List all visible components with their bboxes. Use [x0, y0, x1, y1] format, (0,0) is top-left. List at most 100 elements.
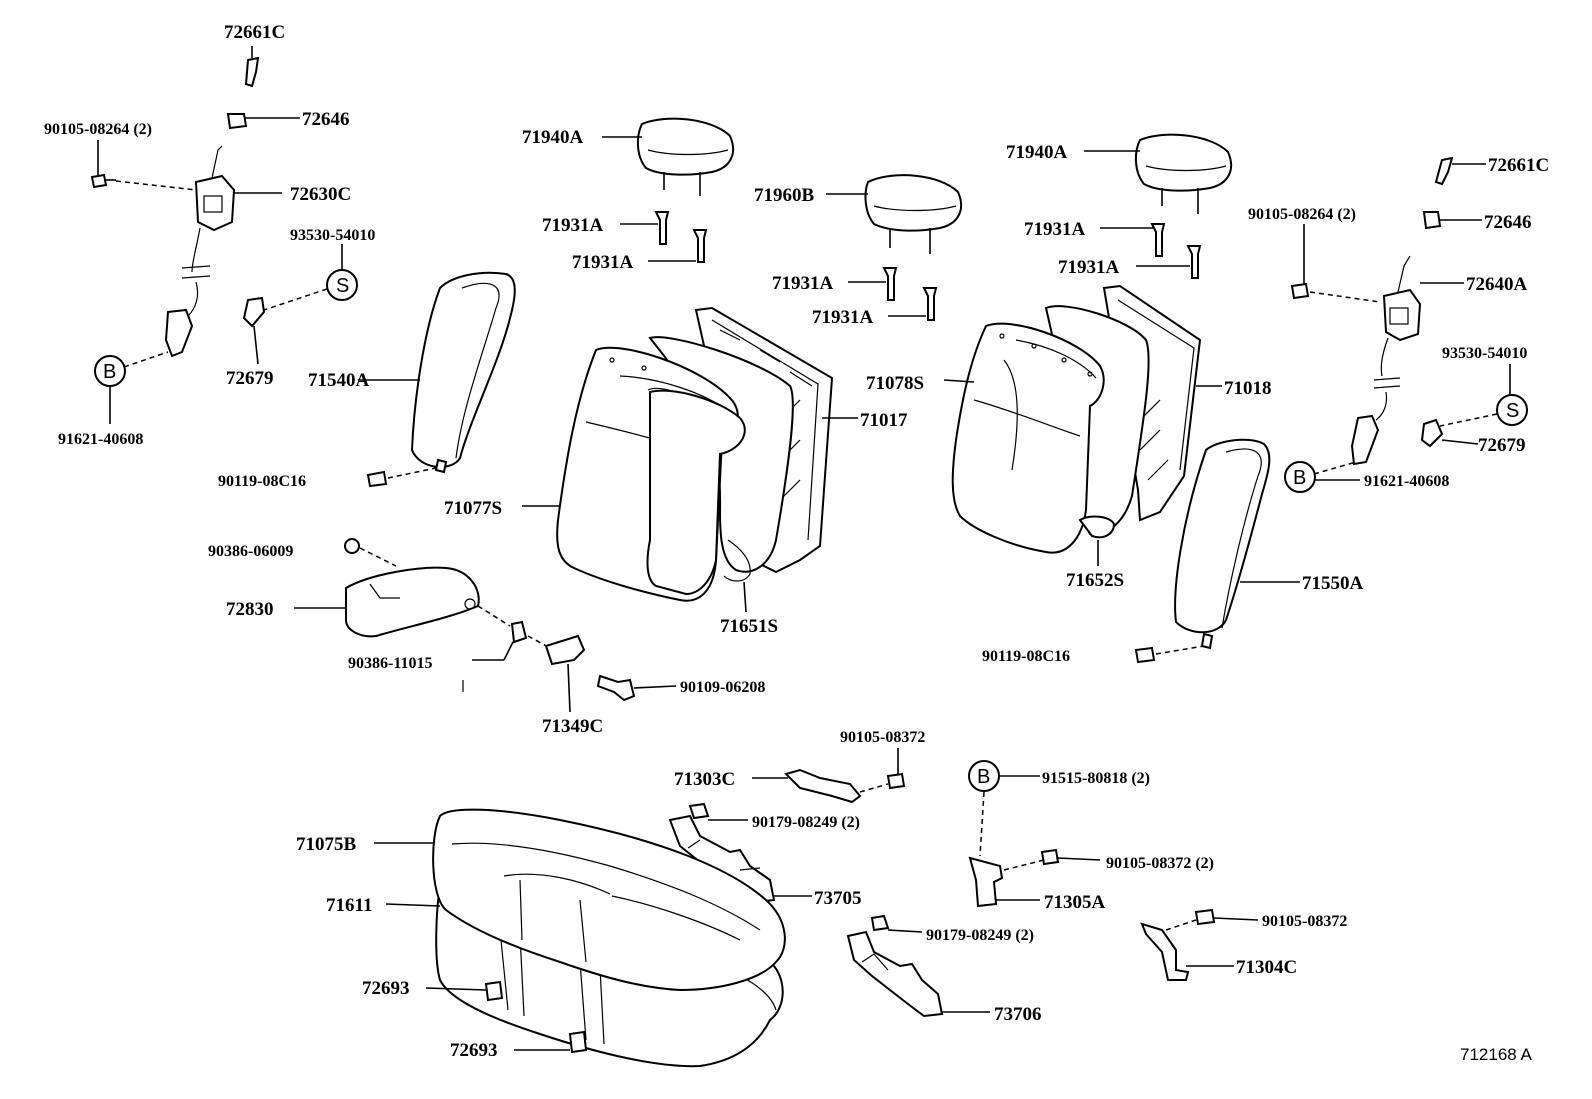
left-seatback-group [522, 306, 858, 613]
label-71303C: 71303C [674, 769, 735, 790]
side-pad-71550A-shape [1174, 438, 1271, 634]
label-71018: 71018 [1224, 378, 1272, 399]
label-71078S: 71078S [866, 373, 924, 394]
label-91515-80818: 91515-80818 (2) [1042, 770, 1150, 787]
label-90105-08372-bottom: 90105-08372 [1262, 913, 1347, 930]
bolt-90105-08372-bottom-shape [1194, 908, 1216, 926]
seat-cushion-group [374, 808, 786, 1068]
right-side-pad-group [1134, 438, 1300, 664]
callout-b-right-text: B [1293, 467, 1306, 489]
left-seatbelt-group: B S [90, 46, 358, 424]
right-seatbelt-group: B S [1284, 156, 1528, 493]
guide-71931A-2-shape [692, 229, 708, 263]
bolt-90119-right-shape [1134, 646, 1156, 664]
label-90105-08264-left: 90105-08264 (2) [44, 121, 152, 138]
label-90179-08249-top: 90179-08249 (2) [752, 814, 860, 831]
bolt-90105-08372-top-shape [886, 772, 906, 790]
bolt-90105-left-shape [90, 173, 108, 189]
bolt-90105-right-shape [1290, 282, 1310, 300]
callout-b-left-text: B [103, 361, 116, 383]
label-73705: 73705 [814, 888, 862, 909]
cover-72679-right-shape [1420, 418, 1444, 448]
label-90119-08C16-left: 90119-08C16 [218, 473, 306, 490]
callout-b-right [1284, 461, 1316, 493]
guide-71931A-4-shape [922, 287, 938, 321]
clip-72693-2-shape [568, 1030, 588, 1054]
label-72640A: 72640A [1466, 274, 1528, 295]
label-91621-40608-left: 91621-40608 [58, 431, 143, 448]
label-72661C-left: 72661C [224, 22, 285, 43]
label-71077S: 71077S [444, 498, 502, 519]
label-93530-54010-left: 93530-54010 [290, 227, 375, 244]
armrest-group [294, 538, 677, 713]
diagram-reference-id: 712168 A [1460, 1045, 1533, 1064]
label-72661C-right: 72661C [1488, 155, 1549, 176]
callout-s-right-text: S [1506, 400, 1519, 422]
headrest-71960B-shape [864, 174, 963, 232]
retractor-72640A-shape [1382, 288, 1422, 342]
label-71017: 71017 [860, 410, 908, 431]
part-72661C-right-shape [1434, 156, 1454, 186]
label-72830: 72830 [226, 599, 274, 620]
labels-group: 72661C 72646 90105-08264 (2) 72630C 9353… [44, 22, 1549, 1064]
headrest-71940A-right-shape [1134, 133, 1233, 192]
label-91621-40608-right: 91621-40608 [1364, 473, 1449, 490]
label-72646-right: 72646 [1484, 212, 1532, 233]
label-71304C: 71304C [1236, 957, 1297, 978]
guide-71931A-3-shape [882, 267, 898, 301]
bolt-90109-06208-shape [596, 674, 636, 702]
label-90179-08249-bottom: 90179-08249 (2) [926, 927, 1034, 944]
side-bolster-71651S-shape [646, 389, 746, 596]
buckle-bracket-left-shape [164, 308, 194, 358]
guide-71931A-6-shape [1186, 245, 1202, 279]
label-93530-54010-right: 93530-54010 [1442, 345, 1527, 362]
seat-cover-71075B-shape [432, 808, 786, 992]
callout-s-left-text: S [336, 275, 349, 297]
label-71931A-2: 71931A [572, 252, 634, 273]
anchor-group: B [968, 760, 1259, 981]
label-71305A: 71305A [1044, 892, 1106, 913]
nut-90386-06009-shape [344, 538, 360, 554]
callout-s-right [1496, 394, 1528, 426]
label-71931A-6: 71931A [1058, 257, 1120, 278]
bolt-90105-08372-2-shape [1040, 848, 1060, 866]
nut-90179-bottom-shape [870, 914, 890, 932]
right-seatback-group [943, 133, 1233, 566]
label-71960B: 71960B [754, 185, 815, 206]
label-90119-08C16-right: 90119-08C16 [982, 648, 1070, 665]
label-71652S: 71652S [1066, 570, 1124, 591]
anchor-71304C-shape [1140, 922, 1190, 981]
bracket-73706-shape [846, 930, 944, 1018]
label-71940A-right: 71940A [1006, 142, 1068, 163]
label-72693-1: 72693 [362, 978, 410, 999]
label-90105-08372-2: 90105-08372 (2) [1106, 855, 1214, 872]
label-71931A-5: 71931A [1024, 219, 1086, 240]
cover-72679-left-shape [242, 296, 266, 328]
label-72693-2: 72693 [450, 1040, 498, 1061]
label-71931A-1: 71931A [542, 215, 604, 236]
label-72679-left: 72679 [226, 368, 274, 389]
headrests-left-group [602, 117, 963, 321]
anchor-71305A-shape [968, 856, 1004, 908]
label-90105-08372-top: 90105-08372 [840, 729, 925, 746]
label-72646-left: 72646 [302, 109, 350, 130]
side-pad-71540A-shape [410, 271, 516, 469]
part-72661C-left-shape [244, 56, 260, 88]
label-71611: 71611 [326, 895, 372, 916]
left-side-pad-group [358, 271, 516, 488]
part-72646-right-shape [1422, 211, 1442, 230]
callout-b-bottom-text: B [977, 766, 990, 788]
label-71651S: 71651S [720, 616, 778, 637]
label-72630C: 72630C [290, 184, 351, 205]
seatback-71078S-shape [951, 322, 1105, 554]
side-bolster-71652S-shape [1078, 515, 1116, 539]
retractor-72630C-shape [194, 174, 236, 232]
label-71540A: 71540A [308, 370, 370, 391]
label-71931A-3: 71931A [772, 273, 834, 294]
guide-71931A-5-shape [1150, 223, 1166, 257]
label-71550A: 71550A [1302, 573, 1364, 594]
label-90386-11015: 90386-11015 [348, 655, 432, 672]
label-71075B: 71075B [296, 834, 357, 855]
label-90386-06009: 90386-06009 [208, 543, 293, 560]
